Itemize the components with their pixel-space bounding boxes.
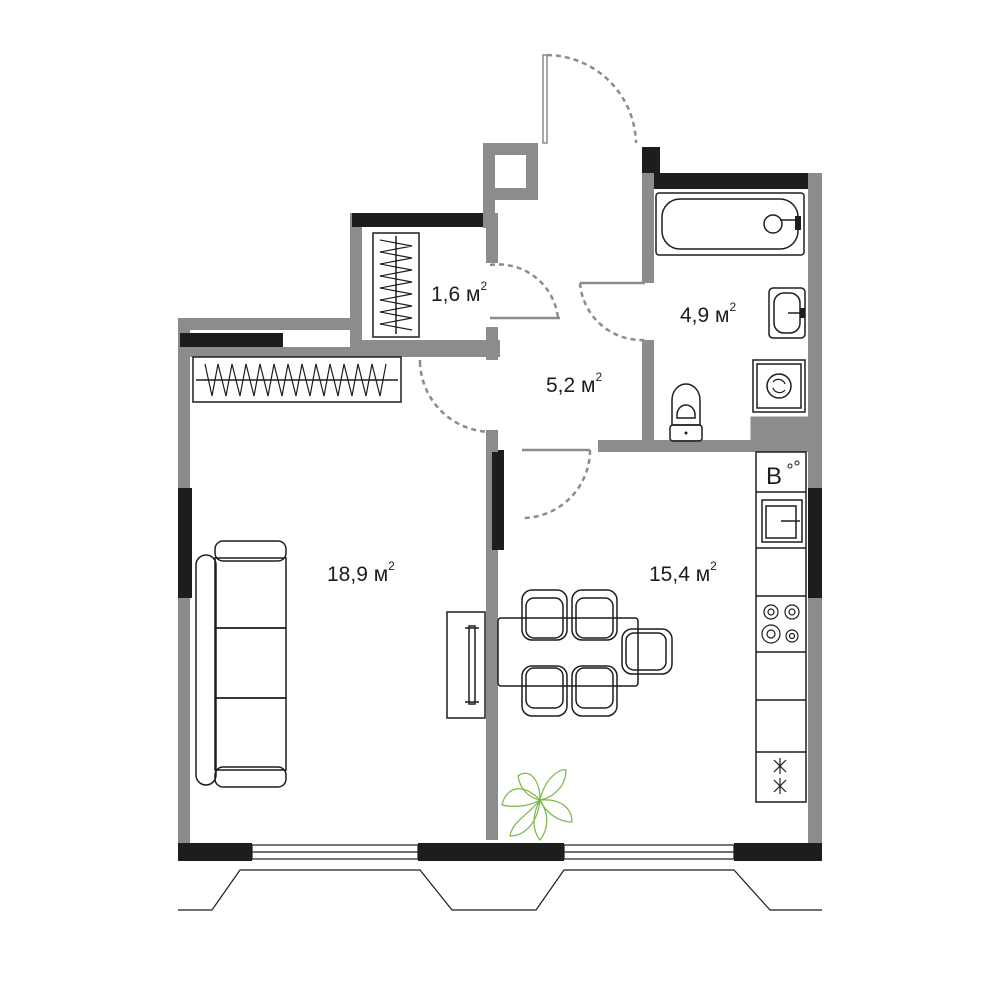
entrance-door-swing (546, 53, 638, 144)
bath-left-wall-bottom (642, 340, 654, 445)
bath-kitchen-partition (598, 440, 808, 452)
tv-unit (446, 611, 486, 719)
wardrobe-door-swing (489, 263, 560, 319)
partition-column (492, 450, 504, 550)
stove-icon (761, 604, 800, 644)
wardrobe-top-wall (352, 213, 498, 227)
bottom-wall-center (418, 843, 564, 861)
living-top-wall (178, 318, 353, 330)
entrance-niche-right (526, 143, 538, 200)
area-label-living-room: 18,9 м2 (327, 559, 395, 586)
washing-machine-icon (752, 359, 806, 413)
living-left-column (178, 488, 192, 598)
entrance-wall-top (483, 143, 538, 155)
boiler-icon: B (766, 463, 782, 490)
living-top-wall-structural (180, 333, 283, 347)
living-wardrobe (192, 356, 402, 403)
dining-set (497, 589, 673, 717)
area-label-hallway: 5,2 м2 (546, 370, 603, 397)
bathtub-icon (655, 192, 805, 256)
kitchen-unit: B (755, 451, 807, 803)
bottom-wall-right (734, 843, 822, 861)
sofa (195, 540, 287, 788)
kitchen-sink-icon (761, 499, 803, 543)
area-label-bathroom: 4,9 м2 (680, 300, 737, 327)
hall-corner (486, 430, 498, 452)
fridge-icon (773, 758, 787, 794)
entrance-niche-bottom (483, 188, 538, 200)
wardrobe-left-wall (350, 213, 362, 348)
entrance-wall-left (483, 143, 495, 228)
bathroom-door-swing (578, 282, 646, 342)
kitchen-door-swing (521, 449, 592, 520)
bottom-wall-left (178, 843, 252, 861)
wardrobe-rack (372, 232, 420, 338)
washbasin-icon (768, 287, 806, 339)
dining-table (497, 617, 639, 687)
living-hall-partition (190, 347, 500, 357)
area-label-wardrobe: 1,6 м2 (431, 279, 488, 306)
toilet-icon (669, 383, 703, 442)
windows (178, 844, 822, 911)
bath-shaft (750, 416, 810, 442)
bath-top-wall (642, 173, 822, 189)
area-label-kitchen: 15,4 м2 (649, 559, 717, 586)
entrance-door-leaf (542, 54, 548, 144)
kitchen-right-column (808, 488, 822, 598)
doors (418, 53, 646, 520)
plant-icon (501, 769, 573, 841)
walls (178, 143, 822, 861)
living-door-swing (418, 361, 493, 434)
balcony-outline (178, 869, 822, 911)
bath-left-wall-top (642, 173, 654, 283)
